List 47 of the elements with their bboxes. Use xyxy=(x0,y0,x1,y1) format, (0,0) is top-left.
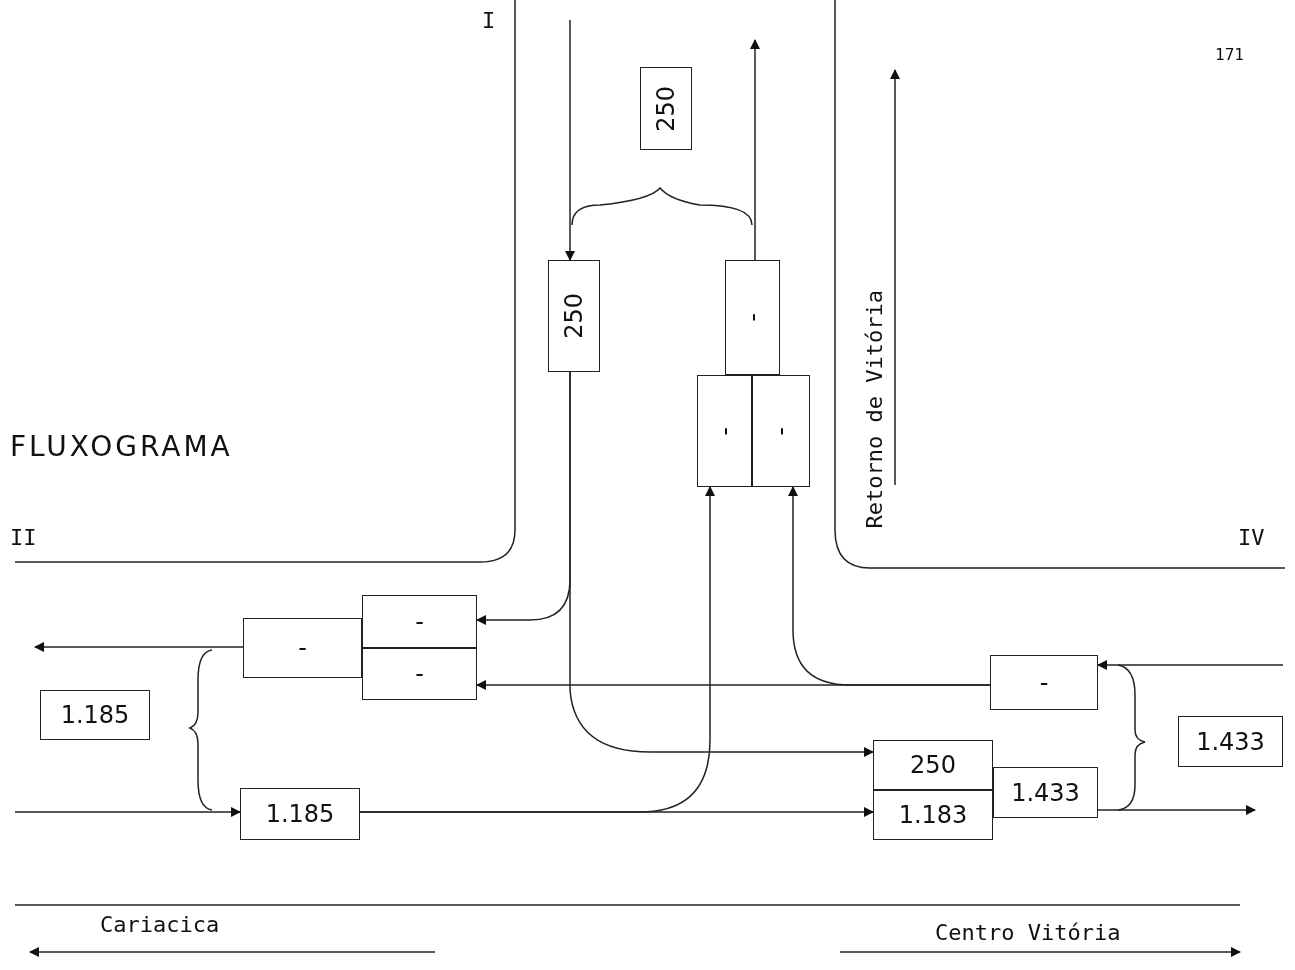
flow-volume-box xyxy=(990,655,1098,710)
flow-volume-box xyxy=(873,790,993,840)
flow-value: - xyxy=(767,426,795,436)
place-name: Centro Vitória xyxy=(935,920,1121,945)
road-number: IV xyxy=(1238,525,1265,550)
flow-volume-box xyxy=(993,767,1098,818)
flow-value: - xyxy=(298,634,307,662)
flow-volume-box xyxy=(362,648,477,700)
flow-volume-box xyxy=(1178,716,1283,767)
flow-value: 1.433 xyxy=(1196,727,1265,756)
flow-arrow xyxy=(1096,659,1284,671)
diagram-title: FLUXOGRAMA xyxy=(10,430,233,463)
street-name: Retorno de Vitória xyxy=(862,290,887,529)
flow-volume-box xyxy=(40,690,150,740)
road-number: II xyxy=(10,525,37,550)
flow-arrow xyxy=(787,485,991,686)
flow-arrow xyxy=(359,485,716,813)
flow-arrow xyxy=(569,371,875,758)
flow-volume-box xyxy=(243,618,362,678)
flow-volume-box xyxy=(640,67,692,150)
flow-value: 1.183 xyxy=(898,801,968,829)
flow-value: - xyxy=(710,426,739,436)
flow-value: 250 xyxy=(560,293,588,339)
flow-value: - xyxy=(415,660,424,688)
flow-volume-box xyxy=(362,595,477,648)
flow-volume-box xyxy=(752,375,810,487)
page-number: 171 xyxy=(1215,45,1244,64)
place-name: Cariacica xyxy=(100,912,220,937)
flow-value: 250 xyxy=(652,85,680,132)
flow-value: - xyxy=(738,313,767,322)
flow-value: 1.185 xyxy=(265,800,335,828)
flow-volume-box xyxy=(697,375,752,487)
flow-value: 250 xyxy=(910,751,956,779)
flow-volume-box xyxy=(548,260,600,372)
flow-arrow xyxy=(1097,804,1257,816)
flow-arrow xyxy=(749,38,761,261)
flow-value: 1.433 xyxy=(1011,778,1080,807)
flow-value: 1.185 xyxy=(60,701,130,729)
flow-volume-box xyxy=(725,260,780,375)
flow-volume-box xyxy=(873,740,993,790)
flow-arrow xyxy=(33,641,244,653)
flow-value: - xyxy=(415,607,424,636)
flow-value: - xyxy=(1039,668,1049,697)
road-number: I xyxy=(482,8,496,33)
flow-arrow xyxy=(564,19,576,262)
flow-arrow xyxy=(14,806,242,818)
flow-volume-box xyxy=(240,788,360,840)
